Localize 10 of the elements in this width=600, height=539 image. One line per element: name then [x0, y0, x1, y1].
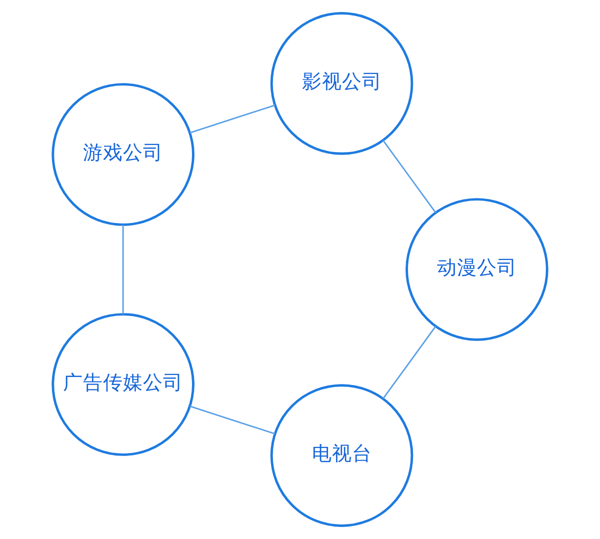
connector [122, 224, 124, 314]
connector [190, 104, 276, 134]
node-circle: 动漫公司 [406, 198, 548, 341]
node-circle: 广告传媒公司 [52, 313, 194, 456]
connector [382, 140, 436, 214]
node-circle: 游戏公司 [52, 83, 194, 226]
connector [190, 405, 276, 435]
node-circle: 电视台 [270, 384, 414, 527]
connector [382, 326, 436, 400]
node-circle: 影视公司 [270, 12, 414, 155]
